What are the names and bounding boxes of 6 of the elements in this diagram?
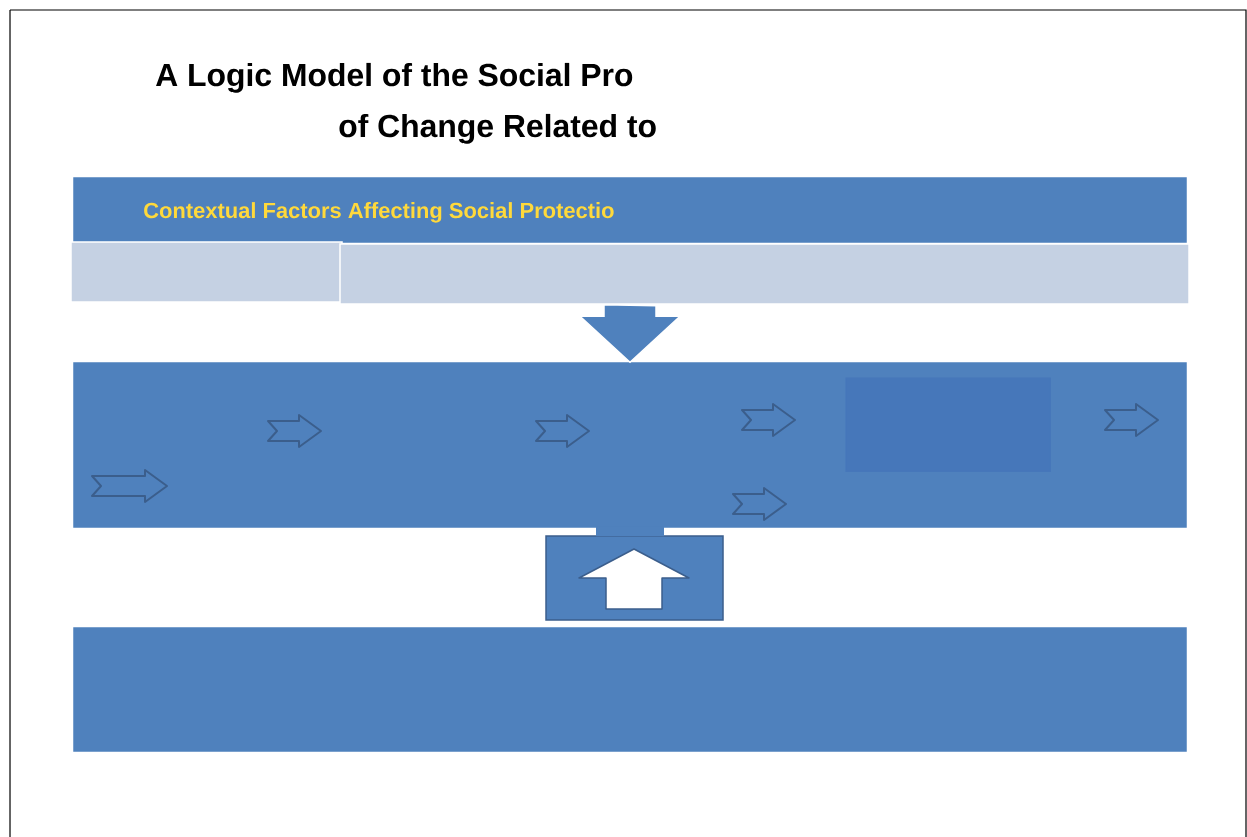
- title: A Logic Model of the Social Pro: [156, 62, 633, 93]
- title: of Change Related to: [339, 113, 656, 144]
- band-box: [73, 627, 1187, 752]
- header-band: Contextual Factors Affecting Social Protectio: [73, 177, 1187, 243]
- band-box: [70, 241, 343, 303]
- connector-tab: [596, 526, 664, 537]
